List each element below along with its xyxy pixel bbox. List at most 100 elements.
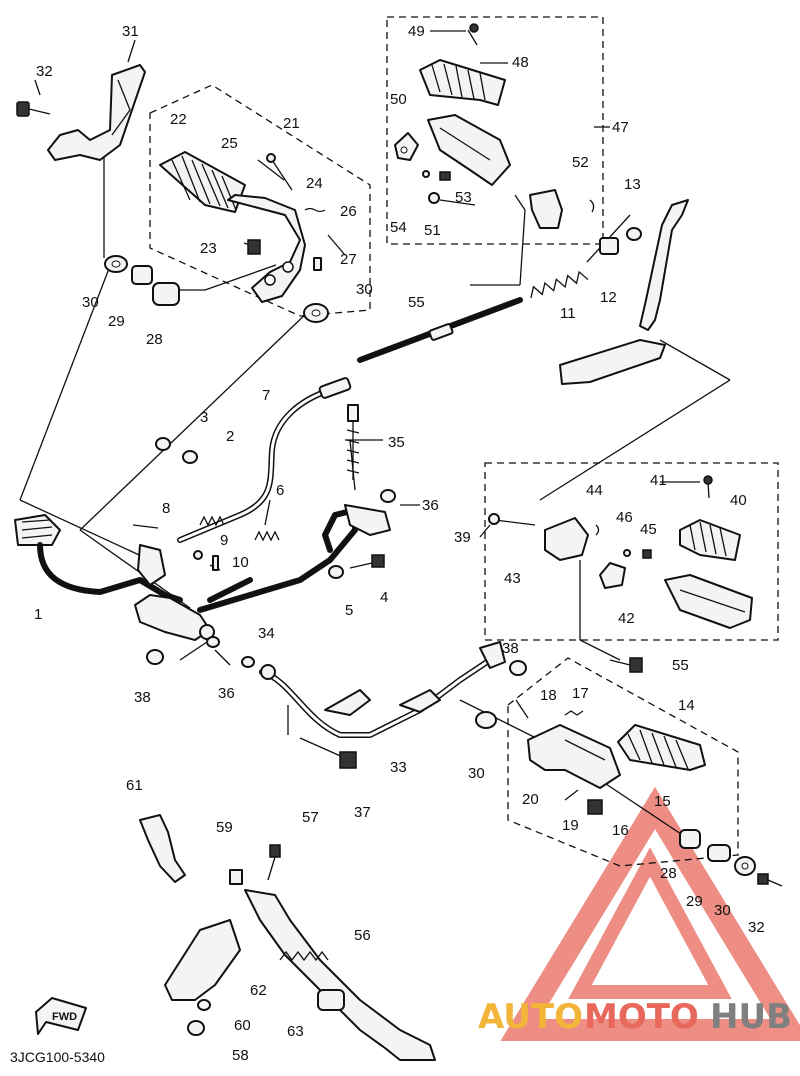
watermark-auto: AUTO	[478, 997, 583, 1037]
washers-28-29-30-top	[104, 255, 329, 323]
callout-16: 16	[612, 822, 629, 839]
callout-36-left: 36	[218, 685, 235, 702]
callout-40: 40	[730, 492, 747, 509]
footrest-arm-21	[227, 194, 306, 303]
nuts-36-38	[146, 489, 527, 676]
footrest-rubber-22	[159, 151, 246, 213]
footrest-arm-39	[488, 513, 652, 589]
callout-21: 21	[283, 115, 300, 132]
brake-pedal-1	[14, 514, 183, 603]
callout-44: 44	[586, 482, 603, 499]
bolts-57-59	[229, 844, 281, 885]
bolt-35	[346, 404, 360, 480]
callout-14: 14	[678, 697, 695, 714]
callout-3: 3	[200, 409, 208, 426]
callout-19: 19	[562, 817, 579, 834]
callout-43: 43	[504, 570, 521, 587]
footrest-arm-14	[475, 699, 621, 815]
callout-58: 58	[232, 1047, 249, 1064]
footrest-bracket-31	[47, 64, 146, 161]
stand-bar-33	[259, 641, 506, 769]
callout-62: 62	[250, 982, 267, 999]
callout-15: 15	[654, 793, 671, 810]
callout-46: 46	[616, 509, 633, 526]
callout-30-top-right: 30	[356, 281, 373, 298]
callout-27: 27	[340, 251, 357, 268]
diagram-code: 3JCG100-5340	[10, 1049, 105, 1065]
callout-10: 10	[232, 554, 249, 571]
callout-11: 11	[560, 305, 576, 322]
footrest-rubber-40	[679, 475, 741, 561]
brake-rod-right	[559, 199, 689, 385]
spring-11	[530, 270, 589, 299]
small-parts-center	[132, 437, 385, 579]
group-box-21	[149, 84, 371, 317]
watermark-text: AUTO MOTO HUB	[478, 997, 792, 1037]
callout-30: 30	[82, 294, 99, 311]
callout-7: 7	[262, 387, 270, 404]
bolt-32-top	[16, 101, 51, 117]
callout-52: 52	[572, 154, 589, 171]
footrest-rubber-15	[617, 724, 706, 771]
leader-lines	[19, 39, 731, 841]
callout-39: 39	[454, 529, 471, 546]
logo-triangle-inner	[568, 847, 732, 999]
callout-4: 4	[380, 589, 388, 606]
callout-labels: 1 2 3 4 5 6 7 8 9 10 11 12 13 14 15 16 1…	[34, 23, 765, 1064]
callout-55: 55	[408, 294, 425, 311]
group-box-47	[386, 16, 604, 245]
callout-38-right: 38	[502, 640, 519, 657]
group-box-14	[507, 657, 739, 867]
callout-22: 22	[170, 111, 187, 128]
watermark-moto: MOTO	[584, 997, 699, 1037]
callout-49: 49	[408, 23, 425, 40]
callout-47: 47	[612, 119, 629, 136]
callout-55-right: 55	[672, 657, 689, 674]
forward-arrow: FWD	[35, 997, 87, 1035]
callout-9: 9	[220, 532, 228, 549]
callout-32-bottom: 32	[748, 919, 765, 936]
callout-2: 2	[226, 428, 234, 445]
callout-48: 48	[512, 54, 529, 71]
callout-59: 59	[216, 819, 233, 836]
callout-25: 25	[221, 135, 238, 152]
group-box-39	[484, 462, 779, 641]
callout-18: 18	[540, 687, 557, 704]
callout-17: 17	[572, 685, 589, 702]
callout-45: 45	[640, 521, 657, 538]
callout-57: 57	[302, 809, 319, 826]
callout-36: 36	[422, 497, 439, 514]
fwd-label: FWD	[52, 1011, 77, 1023]
side-stand-56	[164, 889, 436, 1061]
callout-35: 35	[388, 434, 405, 451]
callout-5: 5	[345, 602, 353, 619]
callout-26: 26	[340, 203, 357, 220]
footrest-rubber-48	[419, 59, 506, 106]
watermark-logo	[500, 786, 800, 1041]
callout-24: 24	[306, 175, 323, 192]
callout-56: 56	[354, 927, 371, 944]
callout-6: 6	[276, 482, 284, 499]
callout-leaders	[345, 30, 700, 538]
callout-50: 50	[390, 91, 407, 108]
callout-30-mid: 30	[468, 765, 485, 782]
callout-31: 31	[122, 23, 139, 40]
callout-38: 38	[134, 689, 151, 706]
callout-60: 60	[234, 1017, 251, 1034]
callout-29: 29	[108, 313, 125, 330]
callout-8: 8	[162, 500, 170, 517]
washers-28-29-30-32-bottom	[679, 829, 783, 887]
callout-41: 41	[650, 472, 667, 489]
callout-51: 51	[424, 222, 441, 239]
footrest-arm-47	[427, 114, 511, 186]
small-parts-21	[247, 153, 346, 271]
callout-54: 54	[390, 219, 407, 236]
logo-triangle-outer	[500, 786, 800, 1041]
callout-1: 1	[34, 606, 42, 623]
callout-12: 12	[600, 289, 617, 306]
frame-bar-34	[134, 504, 391, 641]
callout-23: 23	[200, 240, 217, 257]
callout-61: 61	[126, 777, 143, 794]
callout-20: 20	[522, 791, 539, 808]
